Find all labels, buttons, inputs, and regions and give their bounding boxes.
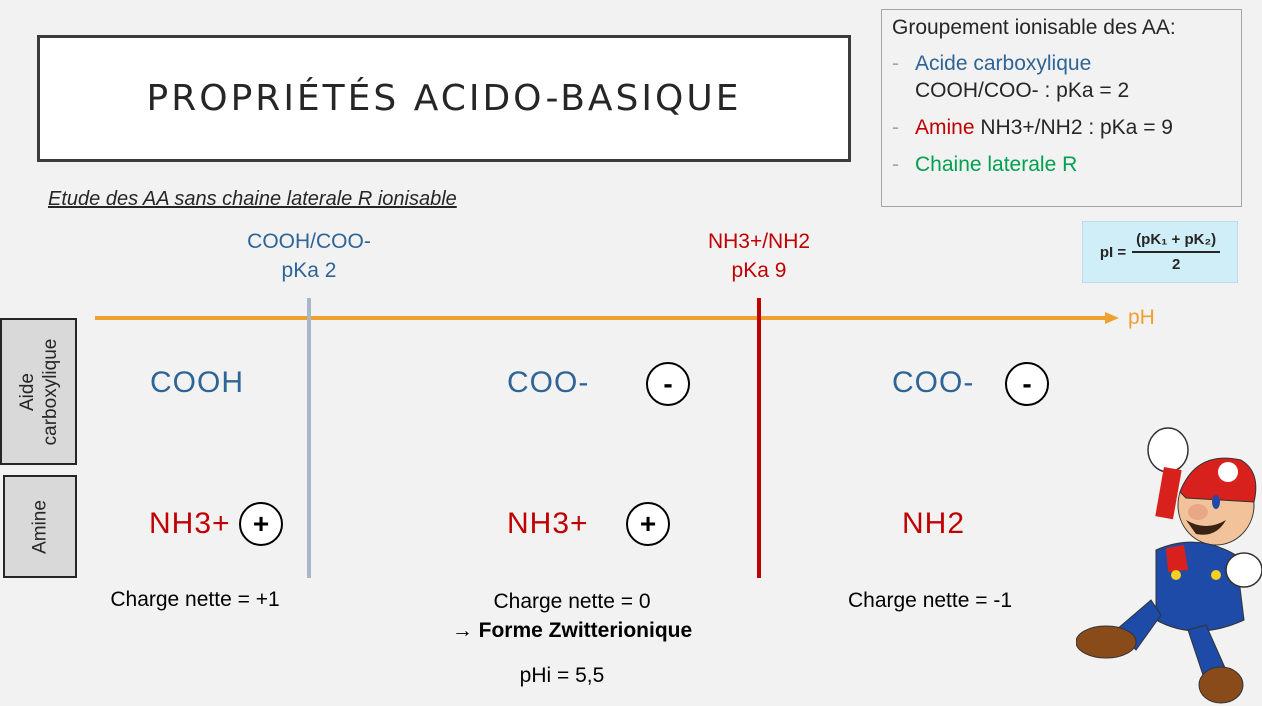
title-box: PROPRIÉTÉS ACIDO-BASIQUE [37,35,851,162]
info-item-detail: NH3+/NH2 : pKa = 9 [980,116,1173,139]
species-carboxyl-col3: COO- [892,366,975,399]
pka-amine-line [757,298,761,578]
info-item-side-chain: - Chaine laterale R [892,151,1231,178]
negative-charge-icon: - [1005,362,1049,406]
formula-fraction: (pK₁ + pK₂) 2 [1132,231,1221,273]
formula-denominator: 2 [1171,256,1181,273]
pka-label-carboxyl: COOH/COO- pKa 2 [219,227,399,285]
info-box-heading: Groupement ionisable des AA: [892,16,1176,39]
phi-value: pHi = 5,5 [519,664,605,687]
net-charge-col1: Charge nette = +1 [110,588,280,611]
species-carboxyl-col2: COO- [507,366,590,399]
subtitle: Etude des AA sans chaine laterale R ioni… [48,188,457,210]
arrow-icon: → [451,619,473,642]
species-amine-col3: NH2 [902,507,966,540]
species-amine-col1: NH3+ [149,507,231,540]
bullet-dash: - [892,153,899,176]
pi-formula: pI = (pK₁ + pK₂) 2 [1082,221,1238,283]
row-label-line1: Amine [29,499,51,554]
info-item-detail: COOH/COO- : pKa = 2 [915,79,1130,102]
info-item-label: Acide carboxylique [915,52,1092,75]
zwitterion-note: → Forme Zwitterionique [432,619,712,643]
row-label-line2: carboxylique [39,338,61,445]
pka-label-line2: pKa 9 [731,259,787,282]
pka-label-amine: NH3+/NH2 pKa 9 [669,227,849,285]
pka-label-line1: NH3+/NH2 [707,230,811,253]
species-carboxyl-col1: COOH [150,366,244,399]
info-item-amine: - Amine NH3+/NH2 : pKa = 9 [892,114,1231,141]
info-item-label: Chaine laterale R [915,153,1078,176]
row-label-amine: Amine [3,475,77,578]
row-label-text: Aide carboxylique [16,338,62,445]
row-label-text: Amine [29,500,52,554]
ph-axis-line [95,316,1107,320]
pka-carboxyl-line [307,298,311,578]
formula-lhs: pI = [1099,243,1127,261]
mario-character-image [1076,427,1262,704]
pka-label-line2: pKa 2 [281,259,337,282]
pka-label-line1: COOH/COO- [247,230,371,253]
ph-axis-label: pH [1128,306,1155,329]
row-label-line1: Aide [16,372,38,411]
bullet-dash: - [892,116,899,139]
slide-title: PROPRIÉTÉS ACIDO-BASIQUE [146,78,742,119]
row-label-carboxyl: Aide carboxylique [0,318,77,465]
positive-charge-icon: + [626,502,670,546]
species-amine-col2: NH3+ [507,507,589,540]
info-item-label: Amine [915,116,975,139]
zwitterion-label: Forme Zwitterionique [478,619,693,642]
net-charge-col3: Charge nette = -1 [847,589,1013,612]
positive-charge-icon: + [239,502,283,546]
info-box: Groupement ionisable des AA: - Acide car… [881,9,1242,207]
info-item-carboxyl: - Acide carboxylique COOH/COO- : pKa = 2 [892,50,1231,104]
bullet-dash: - [892,52,899,75]
ph-axis-arrow-icon [1105,312,1119,324]
formula-numerator: (pK₁ + pK₂) [1132,231,1221,253]
negative-charge-icon: - [646,362,690,406]
net-charge-col2: Charge nette = 0 [493,590,651,613]
